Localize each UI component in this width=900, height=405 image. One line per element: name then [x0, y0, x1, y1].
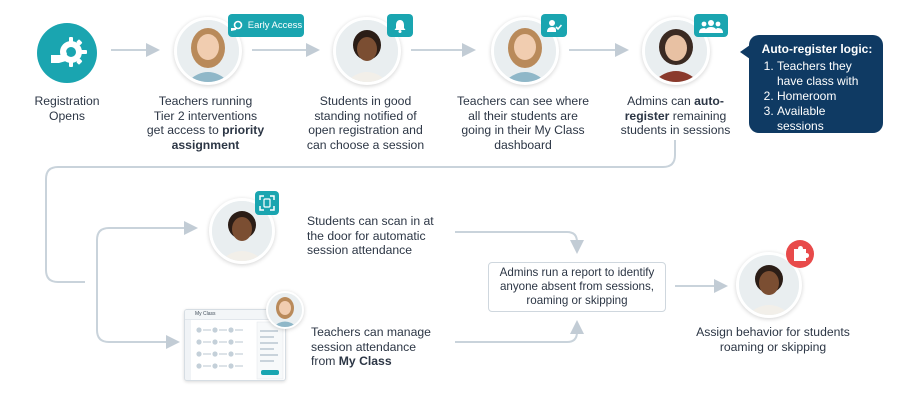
- group-icon: [699, 19, 723, 33]
- manage-line2: session attendance: [311, 339, 417, 354]
- teachers-tier2-text: Teachers running Tier 2 interventions ge…: [138, 94, 273, 152]
- manage-line3: from: [311, 354, 339, 368]
- scan-badge: [255, 191, 279, 215]
- register-bold: register: [624, 108, 670, 123]
- my-class-screenshot: My Class: [184, 309, 286, 381]
- admin-report-text: Admins run a report to identify anyone a…: [499, 266, 655, 307]
- auto-register-logic-callout: Auto-register logic: Teachers they have …: [740, 35, 883, 134]
- teachers-dashboard-text: Teachers can see where all their student…: [456, 94, 590, 152]
- teacher-avatar-small: [266, 291, 304, 329]
- group-badge: [694, 14, 728, 37]
- students-notified-text: Students in good standing notified of op…: [306, 94, 425, 152]
- my-class-bold: My Class: [338, 354, 392, 368]
- manage-attendance-text: Teachers can manage session attendance f…: [311, 325, 451, 369]
- admin-report-box: Admins run a report to identify anyone a…: [488, 262, 666, 312]
- screen-title: My Class: [185, 310, 285, 320]
- gear-hand-icon: [230, 20, 243, 31]
- early-access-label: Early Access: [247, 20, 303, 31]
- bell-badge: [387, 14, 413, 37]
- teachers-tier2-line2: Tier 2 interventions: [153, 108, 258, 123]
- admins-post2: students in sessions: [620, 123, 731, 137]
- early-access-badge: Early Access: [228, 14, 304, 37]
- auto-bold: auto-: [694, 94, 724, 108]
- callout-list: Teachers they have class with Homeroom A…: [759, 59, 875, 134]
- assign-behavior-text: Assign behavior for students roaming or …: [696, 325, 850, 354]
- callout-item: Available sessions: [777, 104, 875, 134]
- teachers-tier2-line1: Teachers running: [158, 94, 253, 108]
- admins-pre: Admins can: [627, 94, 695, 108]
- admins-post1: remaining: [669, 108, 727, 123]
- bell-icon: [394, 19, 406, 33]
- callout-item: Teachers they have class with: [777, 59, 875, 89]
- registration-opens-label: Registration Opens: [34, 94, 100, 123]
- student-avatar-scan: [209, 198, 275, 264]
- gear-hand-icon: [51, 37, 87, 67]
- callout-item: Homeroom: [777, 89, 875, 104]
- user-check-icon: [547, 19, 562, 32]
- scan-in-text: Students can scan in at the door for aut…: [307, 214, 434, 257]
- registration-icon-circle: [37, 23, 97, 83]
- teachers-tier2-line3: get access to: [146, 123, 223, 137]
- manage-line1: Teachers can manage: [311, 325, 431, 339]
- teacher-avatar-dashboard: [491, 17, 559, 85]
- callout-title: Auto-register logic:: [761, 42, 873, 56]
- priority-bold: priority: [222, 123, 265, 137]
- admin-avatar: [642, 17, 710, 85]
- assignment-bold: assignment: [171, 137, 240, 152]
- scan-frame-icon: [259, 195, 275, 211]
- admins-auto-register-text: Admins can auto- register remaining stud…: [608, 94, 743, 138]
- puzzle-icon: [794, 246, 809, 261]
- callout-tail: [740, 45, 750, 59]
- user-check-badge: [541, 14, 567, 37]
- puzzle-badge: [786, 240, 814, 268]
